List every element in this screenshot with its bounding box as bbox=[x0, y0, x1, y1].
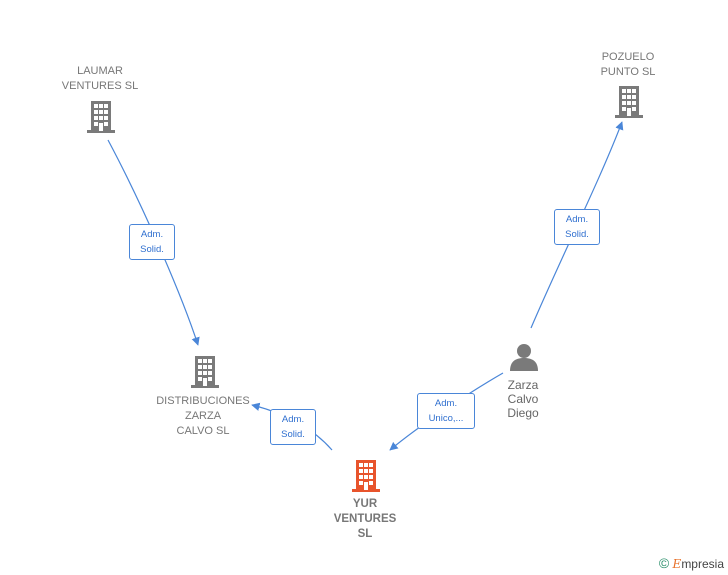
person-icon-zarza[interactable] bbox=[510, 344, 538, 371]
edge-label-zarza-yur: Adm. Unico,... bbox=[417, 393, 475, 429]
node-label-laumar[interactable]: LAUMAR VENTURES SL bbox=[61, 65, 139, 92]
node-label-yur[interactable]: YUR VENTURES SL bbox=[333, 498, 397, 540]
building-icon-laumar[interactable] bbox=[87, 101, 115, 133]
node-label-distribuciones[interactable]: DISTRIBUCIONES ZARZA CALVO SL bbox=[156, 395, 250, 437]
brand-initial: E bbox=[672, 557, 682, 571]
brand-name: mpresia bbox=[681, 557, 724, 571]
building-icon-yur[interactable] bbox=[352, 460, 380, 492]
node-label-zarza[interactable]: Zarza Calvo Diego bbox=[507, 378, 539, 420]
edge-label-zarza-pozuelo: Adm. Solid. bbox=[554, 209, 600, 245]
edge-label-laumar-distribuciones: Adm. Solid. bbox=[129, 224, 175, 260]
building-icon-pozuelo[interactable] bbox=[615, 86, 643, 118]
brand-logo[interactable]: © Empresia bbox=[659, 555, 724, 571]
building-icon-distribuciones[interactable] bbox=[191, 356, 219, 388]
node-label-pozuelo[interactable]: POZUELO PUNTO SL bbox=[600, 51, 656, 78]
copyright-symbol: © bbox=[658, 555, 670, 571]
edge-label-yur-distribuciones: Adm. Solid. bbox=[270, 409, 316, 445]
